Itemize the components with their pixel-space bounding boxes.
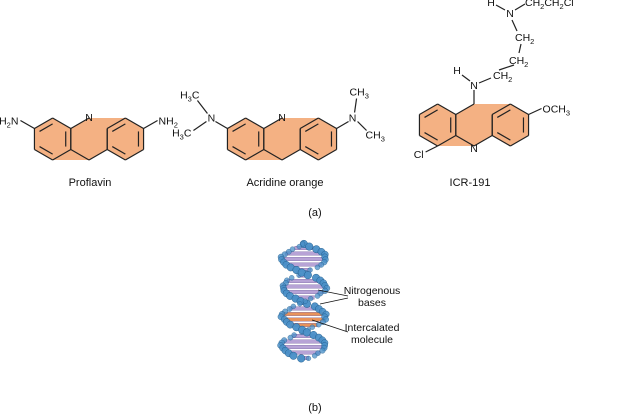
backbone-atom	[297, 244, 302, 249]
backbone-atom	[315, 293, 320, 298]
nitrogenous-bases-label: Nitrogenousbases	[344, 285, 401, 309]
methyl-bond	[193, 122, 206, 131]
chloroethyl-group: CH2CH2Cl	[525, 0, 574, 11]
methoxy-bond	[529, 109, 542, 115]
left-dimethylamino-n: N	[208, 113, 216, 125]
amine-bond	[215, 122, 227, 129]
nh-bond	[496, 5, 505, 10]
acridine-orange-caption: Acridine orange	[225, 177, 345, 189]
base-pair	[282, 285, 326, 289]
backbone-atom	[303, 299, 308, 304]
backbone-atom	[315, 265, 320, 270]
backbone-atom	[312, 353, 317, 358]
dna-helix-illustration: NitrogenousbasesIntercalatedmolecule	[278, 240, 401, 362]
intercalated-molecule-label: Intercalatedmolecule	[345, 322, 400, 346]
proflavin-caption: Proflavin	[40, 177, 140, 189]
ring-nitrogen: N	[278, 112, 286, 124]
backbone-atom	[288, 335, 293, 340]
left-methyl-top: H3C	[180, 90, 200, 104]
backbone-atom	[290, 352, 297, 359]
ring-nitrogen: N	[85, 112, 93, 124]
side-chain-nitrogen-2: N	[506, 8, 514, 20]
proflavin-structure: NH2NNH2	[0, 112, 178, 160]
amine-bond	[144, 121, 158, 129]
ch2-b: CH2	[509, 55, 528, 69]
backbone-atom	[289, 275, 294, 280]
ch2-c: CH2	[515, 32, 534, 46]
ring-nitrogen: N	[470, 143, 478, 155]
right-methyl-top: CH3	[350, 87, 369, 101]
right-methyl-bottom: CH3	[366, 130, 385, 144]
side-chain-nitrogen-1: N	[470, 80, 478, 92]
acridine-orange-structure: NNH3CH3CNCH3CH3	[172, 87, 385, 161]
backbone-atom	[304, 271, 312, 279]
icr-191-caption: ICR-191	[430, 177, 510, 189]
backbone-atom	[303, 329, 311, 337]
nh-bond	[462, 75, 470, 81]
backbone-atom	[306, 356, 311, 361]
chain-bond	[479, 78, 491, 83]
label-leader	[320, 298, 348, 304]
side-chain-h-1: H	[453, 65, 461, 77]
backbone-atom	[308, 296, 313, 301]
methoxy-group: OCH3	[543, 104, 571, 118]
chloro-bond	[426, 146, 438, 152]
left-methyl-bottom: H3C	[172, 128, 192, 142]
chain-bond	[515, 4, 525, 10]
ch2-a: CH2	[493, 70, 512, 84]
backbone-atom	[297, 355, 305, 363]
amine-bond	[20, 121, 34, 129]
left-amino-group: H2N	[0, 116, 18, 130]
chloro-group: Cl	[414, 149, 424, 161]
chain-bond	[512, 20, 517, 31]
panel-a-label: (a)	[300, 207, 330, 219]
chain-bond	[519, 44, 521, 53]
backbone-atom	[297, 301, 302, 306]
base-pair	[282, 257, 326, 261]
panel-b-label: (b)	[300, 402, 330, 414]
side-chain-h-2: H	[487, 0, 495, 9]
icr-191-structure: NClOCH3NHCH2CH2CH2NHCH2CH2Cl	[414, 0, 574, 161]
methyl-bond	[197, 101, 207, 114]
backbone-atom	[305, 243, 313, 251]
base-pair	[282, 345, 325, 349]
amine-bond	[337, 122, 349, 129]
right-dimethylamino-n: N	[349, 113, 357, 125]
methyl-bond	[355, 99, 357, 113]
